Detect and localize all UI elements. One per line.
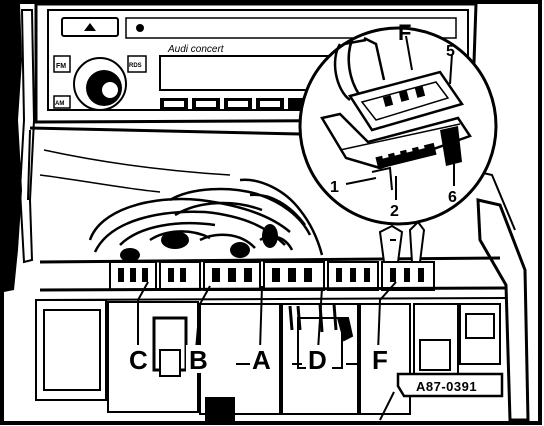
dashboard-left-edge: [4, 4, 36, 292]
label-f: F: [372, 345, 388, 375]
inset-label-2: 2: [390, 203, 399, 220]
radio-button-am-label: AM: [55, 101, 64, 107]
inset-label-f: F: [398, 20, 411, 45]
lower-console: [35, 299, 501, 423]
wire-harness-fill: [120, 224, 278, 262]
cassette-slot: [125, 17, 457, 39]
volume-knob-ring: [73, 57, 127, 111]
inset-label-6: 6: [448, 189, 457, 206]
radio-preset-buttons: [160, 98, 316, 110]
radio-button-am: [53, 95, 71, 109]
radio-button-rds-label: RDS: [129, 63, 142, 69]
label-b: B: [189, 345, 208, 375]
wire-harness: [88, 178, 324, 256]
label-leader-lines: [137, 281, 397, 365]
radio-button-fm: [53, 55, 71, 73]
label-d: D: [308, 345, 327, 375]
label-c: C: [129, 345, 148, 375]
radio-button-fm-label: FM: [56, 63, 66, 70]
reference-code-box: A87-0391: [379, 372, 504, 421]
radio-indicator-icon: [136, 24, 144, 32]
label-a: A: [252, 345, 271, 375]
detail-inset: F 5 1 2 6: [298, 20, 498, 226]
reference-code: A87-0391: [416, 379, 477, 394]
inset-label-5: 5: [446, 43, 455, 60]
radio-brand: Audi concert: [167, 44, 225, 55]
inset-label-1: 1: [330, 179, 339, 196]
connector-housing-row: [39, 220, 506, 301]
radio-button-rds: [127, 55, 147, 73]
main-labels: C B A D F: [126, 345, 392, 375]
eject-icon: [84, 23, 96, 31]
